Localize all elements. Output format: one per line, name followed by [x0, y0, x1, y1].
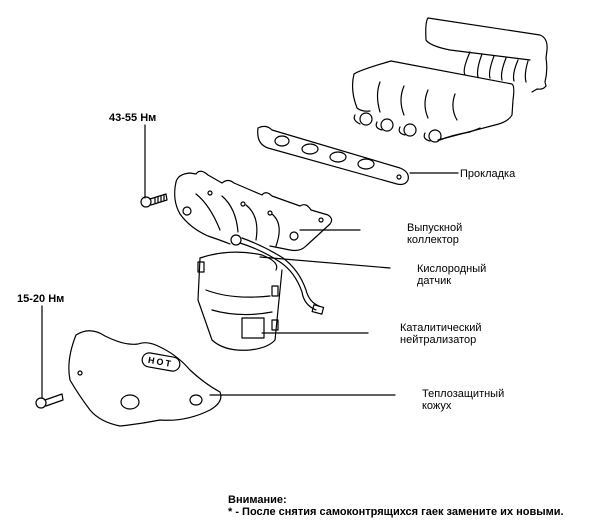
callout-catalytic-converter-line-2: нейтрализатор	[400, 334, 477, 346]
callout-heat-shield-line-2: кожух	[422, 400, 452, 412]
callout-exhaust-manifold-line-1: Выпускной	[407, 222, 463, 234]
catalytic-converter-part	[197, 251, 369, 351]
callout-catalytic-converter-line-1: Каталитический	[400, 322, 482, 334]
callout-gasket: Прокладка	[460, 168, 515, 180]
torque-spec-lower: 15-20 Нм	[17, 293, 65, 305]
lower-bolt-part	[35, 305, 64, 409]
callout-heat-shield: Теплозащитный кожух	[422, 388, 504, 412]
warning-note-title: Внимание:	[228, 494, 287, 506]
heat-shield-part	[68, 330, 396, 427]
callout-oxygen-sensor-line-2: датчик	[417, 275, 452, 287]
callout-heat-shield-line-1: Теплозащитный	[422, 388, 505, 400]
warning-note-text: * - После снятия самоконтрящихся гаек за…	[228, 506, 564, 518]
callout-catalytic-converter: Каталитический нейтрализатор	[400, 322, 482, 346]
callout-oxygen-sensor-line-1: Кислородный	[417, 263, 487, 275]
gasket-part	[257, 125, 459, 186]
torque-spec-upper: 43-55 Нм	[109, 112, 157, 124]
callout-oxygen-sensor: Кислородный датчик	[417, 263, 486, 287]
intake-manifold	[351, 17, 548, 143]
exhaust-manifold-part	[174, 170, 361, 252]
upper-bolt-part	[140, 124, 168, 208]
callout-exhaust-manifold-line-2: коллектор	[407, 234, 459, 246]
warning-note: Внимание: * - После снятия самоконтрящих…	[228, 494, 564, 518]
callout-gasket-line-1: Прокладка	[460, 168, 516, 180]
callout-exhaust-manifold: Выпускной коллектор	[407, 222, 462, 246]
oxygen-sensor-part	[230, 234, 391, 315]
